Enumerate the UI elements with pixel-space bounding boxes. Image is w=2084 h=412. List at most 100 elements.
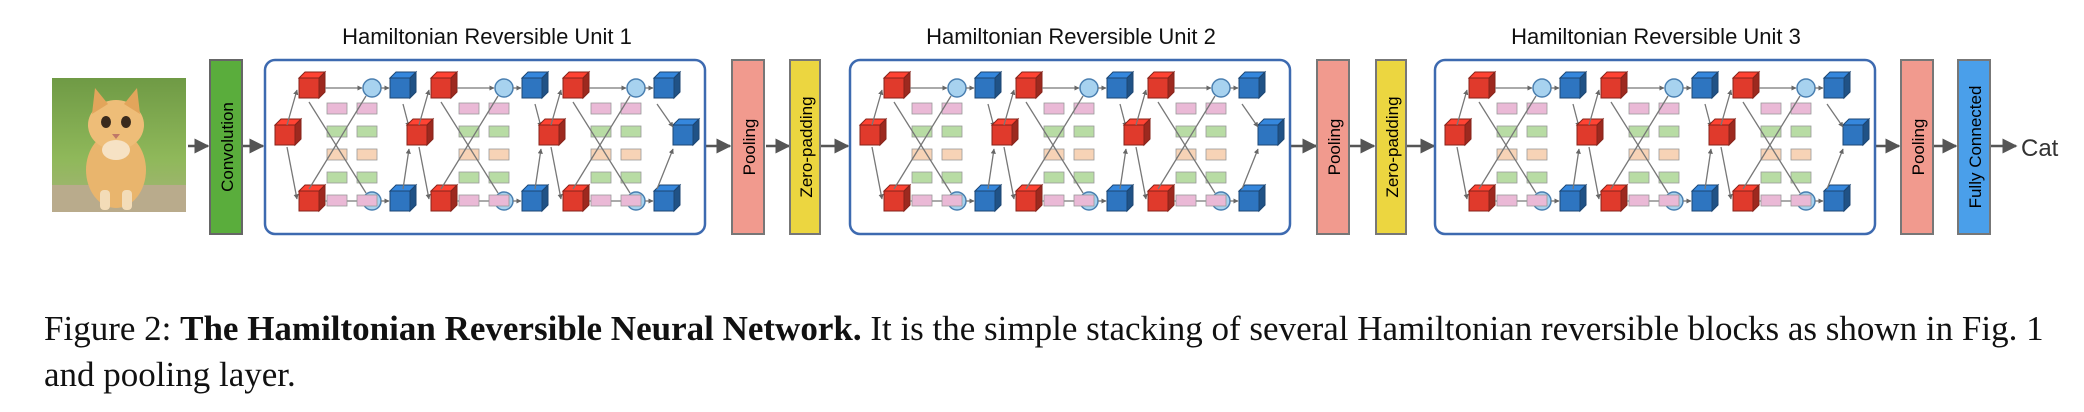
blue-cube-top xyxy=(1105,70,1135,100)
red-cube-bottom xyxy=(429,183,459,213)
transform-rect xyxy=(590,171,612,184)
red-cube-middle xyxy=(858,117,888,147)
red-cube-bottom xyxy=(1014,183,1044,213)
transform-rect xyxy=(1760,171,1782,184)
transform-rect xyxy=(1526,102,1548,115)
transform-rect xyxy=(1205,102,1227,115)
transform-rect xyxy=(1628,102,1650,115)
transform-rect xyxy=(488,171,510,184)
red-cube-top xyxy=(429,70,459,100)
transform-rect xyxy=(326,171,348,184)
transform-rect xyxy=(1760,194,1782,207)
transform-rect xyxy=(941,171,963,184)
red-cube-top xyxy=(1731,70,1761,100)
reversible-unit-1 xyxy=(263,58,707,236)
transform-rect xyxy=(458,171,480,184)
transform-rect xyxy=(356,125,378,138)
blue-cube-bottom xyxy=(1105,183,1135,213)
transform-rect xyxy=(620,125,642,138)
node-circle xyxy=(362,78,382,98)
zero-padding-label-2: Zero-padding xyxy=(1383,96,1402,197)
transform-rect xyxy=(356,102,378,115)
red-cube-bottom xyxy=(1731,183,1761,213)
pooling-layer-1: Pooling xyxy=(731,59,765,235)
transform-rect xyxy=(326,102,348,115)
red-cube-middle xyxy=(405,117,435,147)
transform-rect xyxy=(1073,148,1095,161)
transform-rect xyxy=(1658,102,1680,115)
transform-rect xyxy=(1790,125,1812,138)
pooling-layer-2: Pooling xyxy=(1316,59,1350,235)
reversible-unit-3 xyxy=(1433,58,1877,236)
output-label: Cat xyxy=(2021,135,2059,162)
transform-rect xyxy=(1043,194,1065,207)
blue-cube-bottom xyxy=(388,183,418,213)
transform-rect xyxy=(458,148,480,161)
red-cube-top xyxy=(1467,70,1497,100)
unit-title-2: Hamiltonian Reversible Unit 2 xyxy=(926,24,1216,49)
transform-rect xyxy=(911,148,933,161)
transform-rect xyxy=(1526,125,1548,138)
convolution-label: Convolution xyxy=(218,102,237,192)
red-cube-top xyxy=(882,70,912,100)
transform-rect xyxy=(1175,148,1197,161)
blue-cube-middle xyxy=(1256,117,1286,147)
red-cube-bottom xyxy=(1599,183,1629,213)
pooling-label-3: Pooling xyxy=(1909,119,1928,176)
transform-rect xyxy=(1496,148,1518,161)
fully-connected-label: Fully Connected xyxy=(1966,86,1985,209)
reversible-unit-2 xyxy=(848,58,1292,236)
transform-rect xyxy=(1658,194,1680,207)
transform-rect xyxy=(620,171,642,184)
node-circle xyxy=(947,78,967,98)
transform-rect xyxy=(356,148,378,161)
transform-rect xyxy=(1658,171,1680,184)
transform-rect xyxy=(1790,171,1812,184)
caption-body: It is the simple stacking of several Ham… xyxy=(44,309,2044,394)
node-circle xyxy=(1532,78,1552,98)
transform-rect xyxy=(1628,171,1650,184)
transform-rect xyxy=(326,194,348,207)
red-cube-middle xyxy=(1122,117,1152,147)
transform-rect xyxy=(1790,148,1812,161)
input-image xyxy=(52,78,186,212)
blue-cube-top xyxy=(1558,70,1588,100)
red-cube-top xyxy=(561,70,591,100)
transform-rect xyxy=(1496,171,1518,184)
transform-rect xyxy=(1790,194,1812,207)
blue-cube-top xyxy=(1822,70,1852,100)
transform-rect xyxy=(1790,102,1812,115)
blue-cube-top xyxy=(973,70,1003,100)
zero-padding-layer-2: Zero-padding xyxy=(1375,59,1407,235)
blue-cube-middle xyxy=(1841,117,1871,147)
transform-rect xyxy=(941,148,963,161)
transform-rect xyxy=(620,148,642,161)
red-cube-bottom xyxy=(882,183,912,213)
pooling-label-1: Pooling xyxy=(740,119,759,176)
transform-rect xyxy=(1073,102,1095,115)
red-cube-top xyxy=(1599,70,1629,100)
zero-padding-label-1: Zero-padding xyxy=(797,96,816,197)
transform-rect xyxy=(590,194,612,207)
transform-rect xyxy=(941,102,963,115)
transform-rect xyxy=(1175,171,1197,184)
blue-cube-bottom xyxy=(1822,183,1852,213)
network-diagram: Convolution Pooling Zero-padding Pooling… xyxy=(52,24,2059,236)
figure-caption: Figure 2: The Hamiltonian Reversible Neu… xyxy=(44,306,2054,398)
node-circle xyxy=(1211,78,1231,98)
caption-title: The Hamiltonian Reversible Neural Networ… xyxy=(180,309,862,348)
transform-rect xyxy=(620,194,642,207)
node-circle xyxy=(494,78,514,98)
blue-cube-top xyxy=(1690,70,1720,100)
red-cube-top xyxy=(1146,70,1176,100)
transform-rect xyxy=(488,194,510,207)
caption-figure-number: Figure 2: xyxy=(44,309,172,348)
transform-rect xyxy=(911,194,933,207)
transform-rect xyxy=(941,194,963,207)
transform-rect xyxy=(1175,194,1197,207)
transform-rect xyxy=(488,102,510,115)
transform-rect xyxy=(1526,148,1548,161)
transform-rect xyxy=(1043,102,1065,115)
unit-border xyxy=(263,58,707,236)
transform-rect xyxy=(1205,194,1227,207)
